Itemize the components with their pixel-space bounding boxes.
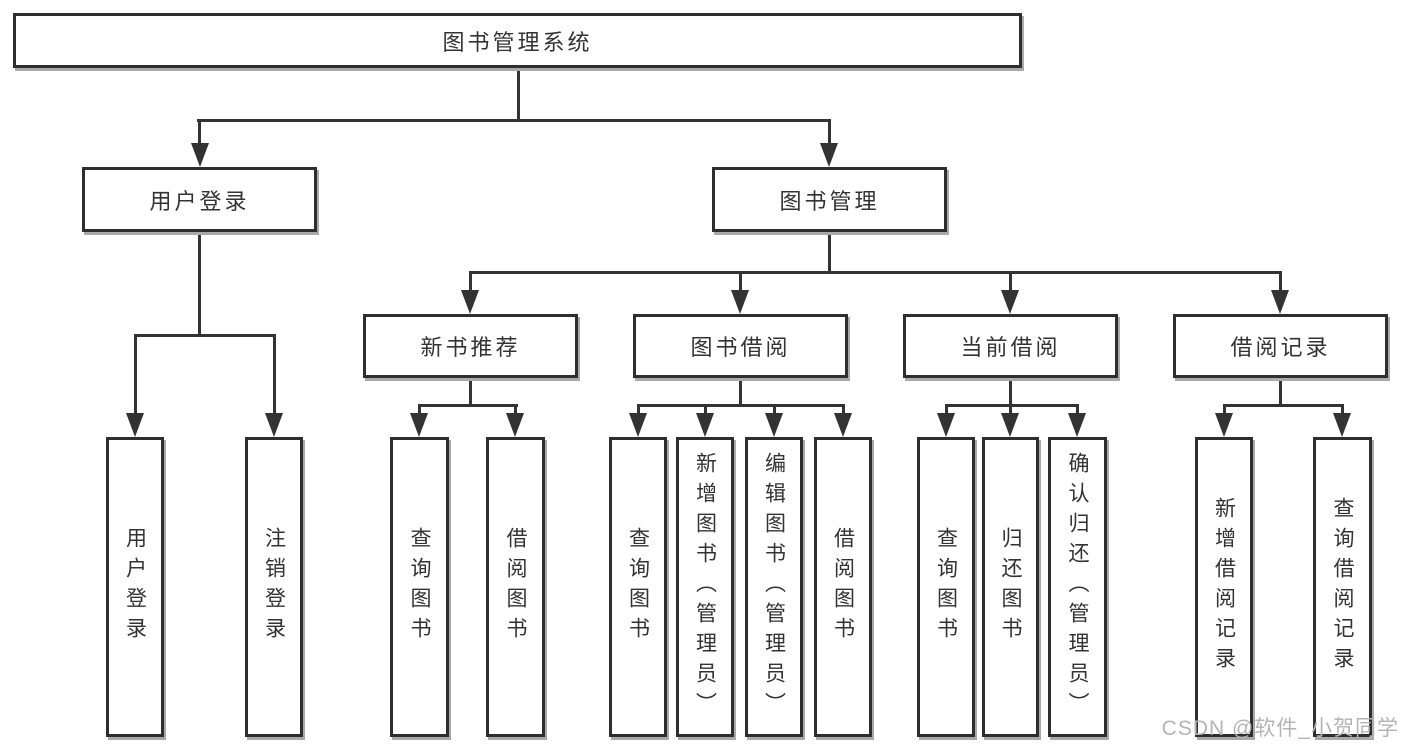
connector-line <box>773 404 776 418</box>
node-book-borrowing: 图书借阅 <box>633 314 848 378</box>
arrow-down-icon <box>629 413 647 437</box>
connector-line <box>1279 271 1282 293</box>
arrow-down-icon <box>820 143 838 167</box>
connector-line <box>514 404 517 418</box>
node-label: 用户登录 <box>123 527 147 647</box>
connector-line <box>469 271 472 293</box>
arrow-down-icon <box>731 290 749 314</box>
arrow-down-icon <box>191 143 209 167</box>
node-label: 借阅图书 <box>831 527 855 647</box>
node-logout: 注销登录 <box>245 437 303 737</box>
node-label: 借阅记录 <box>1230 335 1331 360</box>
node-borrow-books-borrowing: 借阅图书 <box>814 437 872 737</box>
connector-line <box>1341 404 1344 418</box>
arrow-down-icon <box>1068 413 1086 437</box>
connector-line <box>418 404 421 418</box>
connector-line <box>198 231 201 336</box>
node-label: 归还图书 <box>999 527 1022 647</box>
node-query-books-current: 查询图书 <box>917 437 975 737</box>
connector-line <box>1223 404 1226 418</box>
arrow-down-icon <box>765 413 783 437</box>
node-label: 图书管理 <box>779 188 880 214</box>
connector-line <box>134 334 276 337</box>
node-query-books-recommend: 查询图书 <box>390 437 449 737</box>
connector-line <box>1076 404 1079 418</box>
node-return-books: 归还图书 <box>982 437 1039 737</box>
arrow-down-icon <box>696 413 714 437</box>
node-label: 新书推荐 <box>420 335 521 360</box>
arrow-down-icon <box>265 413 283 437</box>
connector-line <box>637 404 640 418</box>
connector-line <box>1009 404 1012 418</box>
watermark: CSDN @软件_小贺同学 <box>1161 717 1399 740</box>
node-label: 查询图书 <box>626 527 650 647</box>
arrow-down-icon <box>410 413 428 437</box>
node-book-management: 图书管理 <box>712 167 947 232</box>
connector-line <box>1223 404 1343 407</box>
arrow-down-icon <box>461 290 479 314</box>
node-root: 图书管理系统 <box>13 13 1022 68</box>
arrow-down-icon <box>1271 290 1289 314</box>
node-new-book-recommendation: 新书推荐 <box>363 314 578 378</box>
node-add-borrow-record: 新增借阅记录 <box>1195 437 1253 737</box>
node-label: 新增图书（管理员） <box>693 452 717 722</box>
connector-line <box>418 404 518 407</box>
arrow-down-icon <box>1001 413 1019 437</box>
connector-line <box>637 404 845 407</box>
connector-line <box>739 271 742 293</box>
node-query-books-borrowing: 查询图书 <box>609 437 667 737</box>
node-label: 查询借阅记录 <box>1331 497 1354 677</box>
connector-line <box>945 404 948 418</box>
node-label: 注销登录 <box>262 527 286 647</box>
node-query-borrow-record: 查询借阅记录 <box>1313 437 1372 737</box>
node-user-login: 用户登录 <box>82 167 317 232</box>
connector-line <box>469 271 1282 274</box>
connector-line <box>517 68 520 122</box>
node-label: 当前借阅 <box>960 335 1061 360</box>
connector-line <box>1009 377 1012 406</box>
connector-line <box>198 119 201 149</box>
node-borrow-books-recommend: 借阅图书 <box>486 437 545 737</box>
arrow-down-icon <box>126 413 144 437</box>
connector-line <box>197 119 831 122</box>
arrow-down-icon <box>937 413 955 437</box>
node-borrowing-records: 借阅记录 <box>1173 314 1388 378</box>
node-label: 编辑图书（管理员） <box>762 452 786 722</box>
node-label: 确认归还（管理员） <box>1066 452 1089 722</box>
connector-line <box>842 404 845 418</box>
node-confirm-return-admin: 确认归还（管理员） <box>1048 437 1107 737</box>
node-add-books-admin: 新增图书（管理员） <box>676 437 734 737</box>
node-label: 图书管理系统 <box>442 29 593 55</box>
connector-line <box>739 377 742 406</box>
connector-line <box>828 231 831 273</box>
node-edit-books-admin: 编辑图书（管理员） <box>745 437 803 737</box>
connector-line <box>945 404 1079 407</box>
node-label: 新增借阅记录 <box>1212 497 1236 677</box>
node-label: 用户登录 <box>149 188 250 214</box>
node-current-borrowing: 当前借阅 <box>903 314 1118 378</box>
node-label: 图书借阅 <box>690 335 791 360</box>
node-label: 借阅图书 <box>504 527 527 647</box>
node-user-login-leaf: 用户登录 <box>106 437 164 737</box>
connector-line <box>1279 377 1282 406</box>
arrow-down-icon <box>1001 290 1019 314</box>
node-label: 查询图书 <box>934 527 958 647</box>
connector-line <box>828 119 831 149</box>
node-label: 查询图书 <box>408 527 431 647</box>
connector-line <box>704 404 707 418</box>
arrow-down-icon <box>506 413 524 437</box>
connector-line <box>1009 271 1012 293</box>
arrow-down-icon <box>834 413 852 437</box>
arrow-down-icon <box>1333 413 1351 437</box>
connector-line <box>273 334 276 416</box>
arrow-down-icon <box>1215 413 1233 437</box>
connector-line <box>134 334 137 416</box>
connector-line <box>469 377 472 406</box>
